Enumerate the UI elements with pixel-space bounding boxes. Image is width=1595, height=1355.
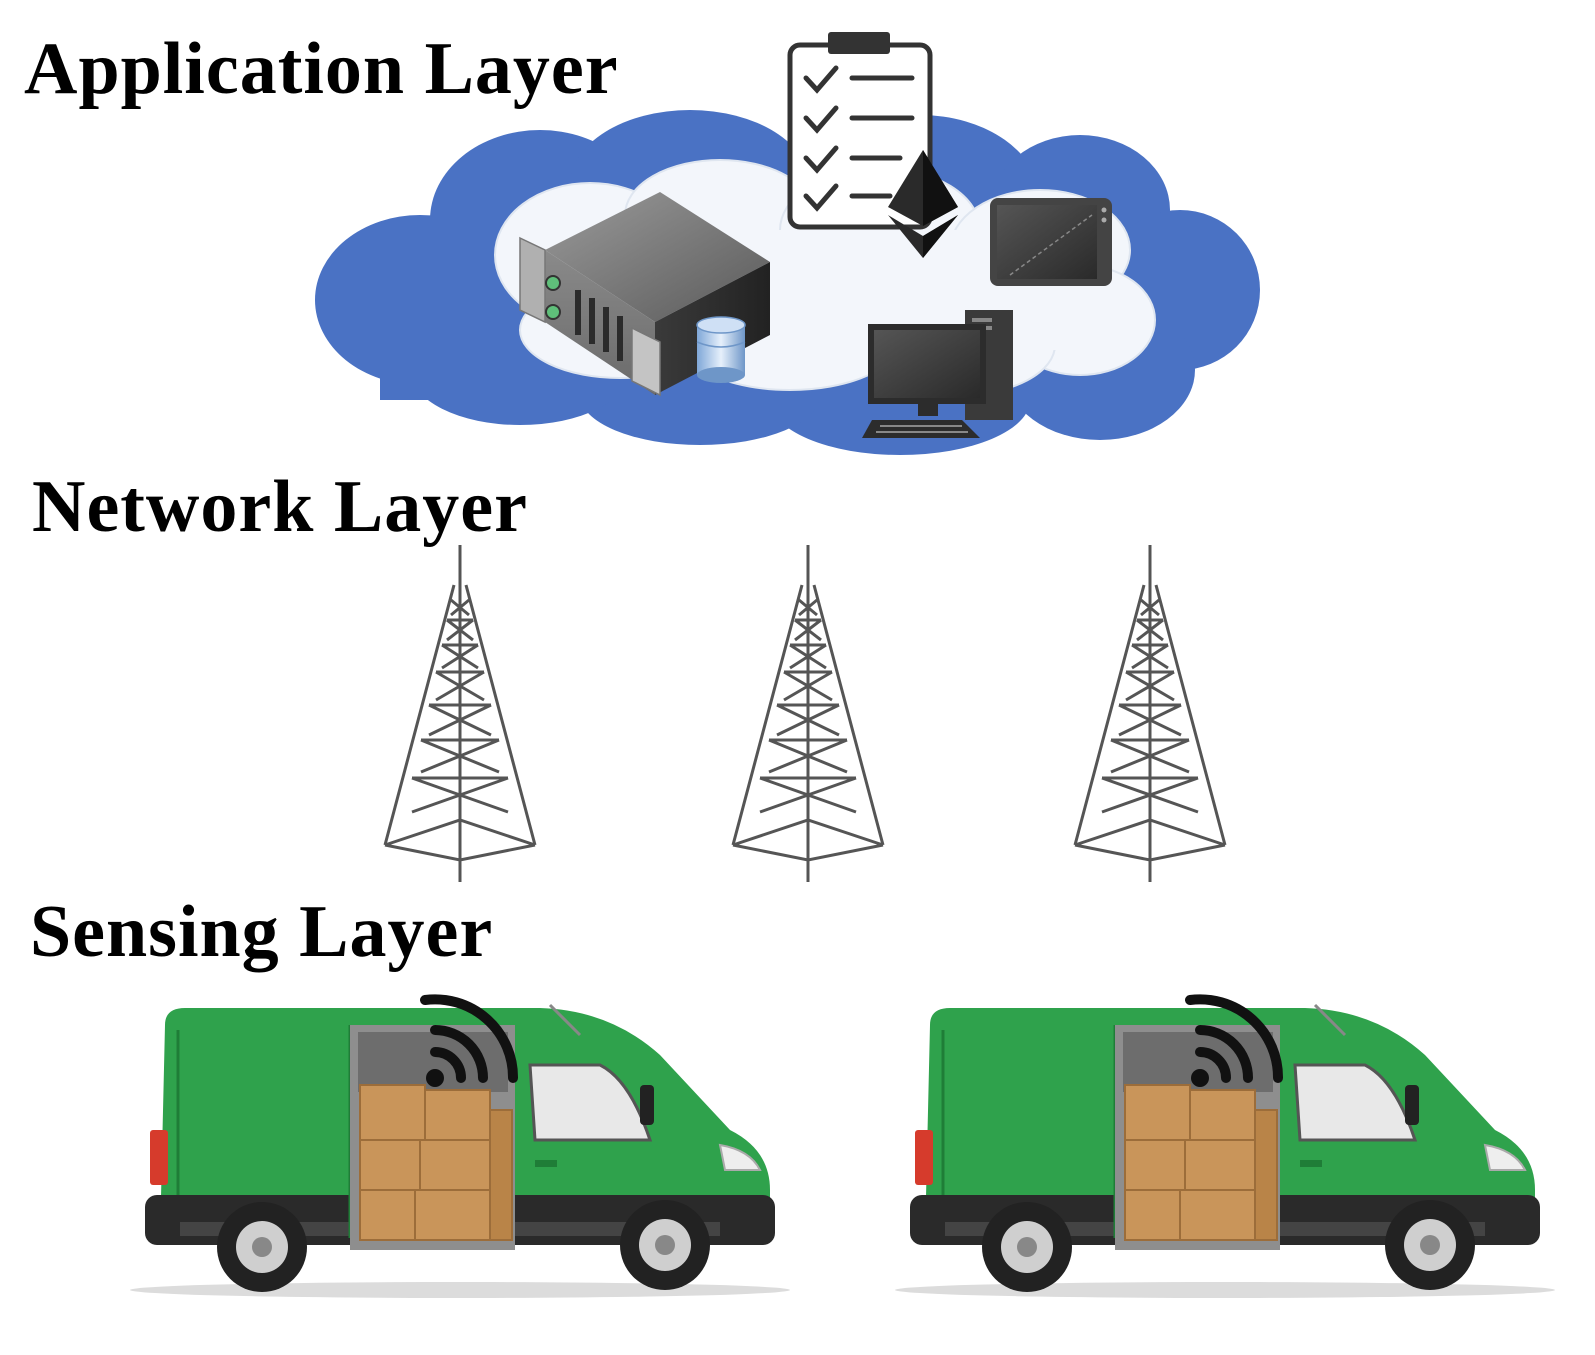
cell-tower-icon [731, 545, 885, 882]
checklist-icon [787, 32, 933, 230]
cell-tower-icon [383, 545, 537, 882]
desktop-computer-icon [862, 310, 1013, 438]
database-icon [696, 316, 746, 383]
delivery-van-icon [130, 994, 790, 1298]
wifi-signal-icon [420, 994, 519, 1087]
wifi-signal-icon [1185, 994, 1284, 1087]
network-layer-title: Network Layer [32, 466, 528, 548]
tablet-icon [990, 198, 1112, 286]
server-icon [519, 192, 770, 397]
delivery-van-icon [895, 994, 1555, 1298]
cardboard-box-icon [359, 1084, 513, 1241]
sensing-layer-title: Sensing Layer [30, 891, 494, 973]
cardboard-box-icon [1124, 1084, 1278, 1241]
ethereum-icon [888, 150, 958, 258]
cell-tower-icon [1073, 545, 1227, 882]
application-layer-title: Application Layer [24, 28, 619, 110]
